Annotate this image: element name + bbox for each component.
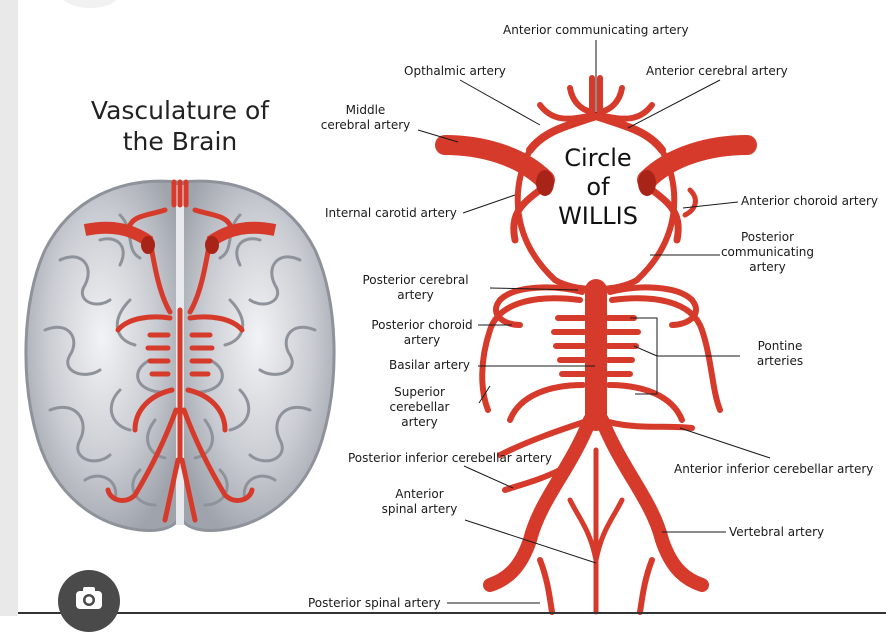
diagram-canvas: [24, 40, 771, 615]
brain-illustration: [24, 179, 336, 532]
label-superior-cerebellar-line-2: cerebellar: [389, 400, 450, 414]
top-corner-shape: [60, 0, 120, 8]
label-anterior-communicating: Anterior communicating artery: [503, 23, 689, 37]
label-posterior-cerebral-line-1: Posterior cerebral: [362, 273, 469, 287]
label-pontine-line-1: Pontine: [757, 339, 803, 353]
label-superior-cerebellar-line-1: Superior: [394, 385, 445, 399]
label-opthalmic: Opthalmic artery: [404, 64, 506, 78]
label-posterior-spinal: Posterior spinal artery: [308, 596, 441, 610]
bottom-border-line: [18, 612, 886, 614]
circle-of-willis: [435, 75, 757, 615]
label-posterior-communicating: Posterior communicating artery: [720, 230, 815, 275]
label-anterior-inferior-cerebellar: Anterior inferior cerebellar artery: [674, 462, 874, 476]
circle-of-willis-title: Circle of WILLIS: [538, 144, 658, 231]
label-basilar: Basilar artery: [389, 358, 471, 372]
label-middle-cerebral-line-2: cerebral artery: [320, 118, 411, 132]
left-carotid-opening: [536, 170, 554, 196]
label-anterior-spinal-line-1: Anterior: [395, 487, 444, 501]
label-posterior-cerebral: Posterior cerebral artery: [358, 273, 473, 303]
label-pontine: Pontine arteries: [745, 339, 815, 369]
page-title: Vasculature of the Brain: [70, 95, 290, 157]
label-anterior-cerebral: Anterior cerebral artery: [646, 64, 788, 78]
label-posterior-choroid-line-1: Posterior choroid: [371, 318, 473, 332]
camera-button[interactable]: [58, 570, 120, 632]
label-internal-carotid: Internal carotid artery: [325, 206, 457, 220]
label-middle-cerebral-line-1: Middle: [345, 103, 386, 117]
left-frame-strip: [0, 0, 18, 616]
label-posterior-communicating-line-2: communicating: [720, 245, 815, 259]
label-superior-cerebellar-line-3: artery: [401, 415, 438, 429]
willis-line-1: Circle: [564, 144, 632, 172]
label-pontine-line-2: arteries: [756, 354, 804, 368]
label-posterior-choroid-line-2: artery: [403, 333, 441, 347]
label-posterior-choroid: Posterior choroid artery: [366, 318, 478, 348]
label-posterior-communicating-line-1: Posterior: [740, 230, 795, 244]
label-anterior-spinal-line-2: spinal artery: [381, 502, 458, 516]
title-line-1: Vasculature of: [90, 96, 270, 125]
leader-lines: [417, 40, 771, 604]
label-anterior-choroid: Anterior choroid artery: [741, 194, 878, 208]
label-posterior-communicating-line-3: artery: [749, 260, 786, 274]
label-middle-cerebral: Middle cerebral artery: [318, 103, 413, 133]
camera-icon: [76, 587, 102, 609]
label-posterior-cerebral-line-2: artery: [397, 288, 434, 302]
right-carotid-opening: [638, 170, 656, 196]
label-posterior-inferior-cerebellar: Posterior inferior cerebellar artery: [348, 451, 552, 465]
label-vertebral: Vertebral artery: [729, 525, 825, 539]
title-line-2: the Brain: [122, 127, 238, 156]
willis-line-2: of: [586, 173, 610, 201]
willis-line-3: WILLIS: [558, 202, 638, 230]
label-superior-cerebellar: Superior cerebellar artery: [382, 385, 457, 430]
label-anterior-spinal: Anterior spinal artery: [372, 487, 467, 517]
